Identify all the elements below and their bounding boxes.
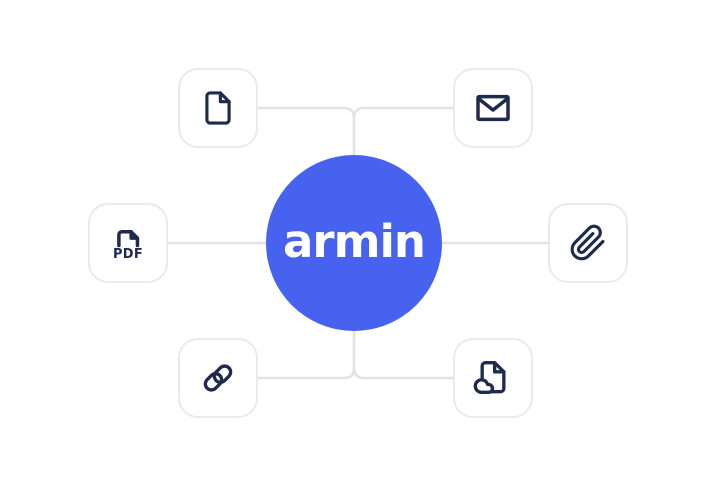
- connector-top-left: [256, 106, 356, 159]
- brand-name: armin: [283, 214, 426, 268]
- card-document: [178, 68, 258, 148]
- card-pdf: PDF: [88, 203, 168, 283]
- connector-top-right: [352, 106, 455, 120]
- connector-bottom-right: [352, 366, 455, 380]
- file-icon: [205, 91, 231, 125]
- connector-bottom-left: [256, 327, 356, 380]
- card-attachment: [548, 203, 628, 283]
- cloud-file-icon: [473, 361, 506, 395]
- pdf-file-icon: PDF: [113, 230, 143, 262]
- card-cloud-document: [453, 338, 533, 418]
- brand-circle: armin: [266, 155, 442, 331]
- card-email: [453, 68, 533, 148]
- pdf-label: PDF: [113, 247, 143, 262]
- paperclip-icon: [570, 224, 605, 261]
- link-icon: [203, 364, 233, 392]
- mail-icon: [476, 94, 510, 122]
- card-link: [178, 338, 258, 418]
